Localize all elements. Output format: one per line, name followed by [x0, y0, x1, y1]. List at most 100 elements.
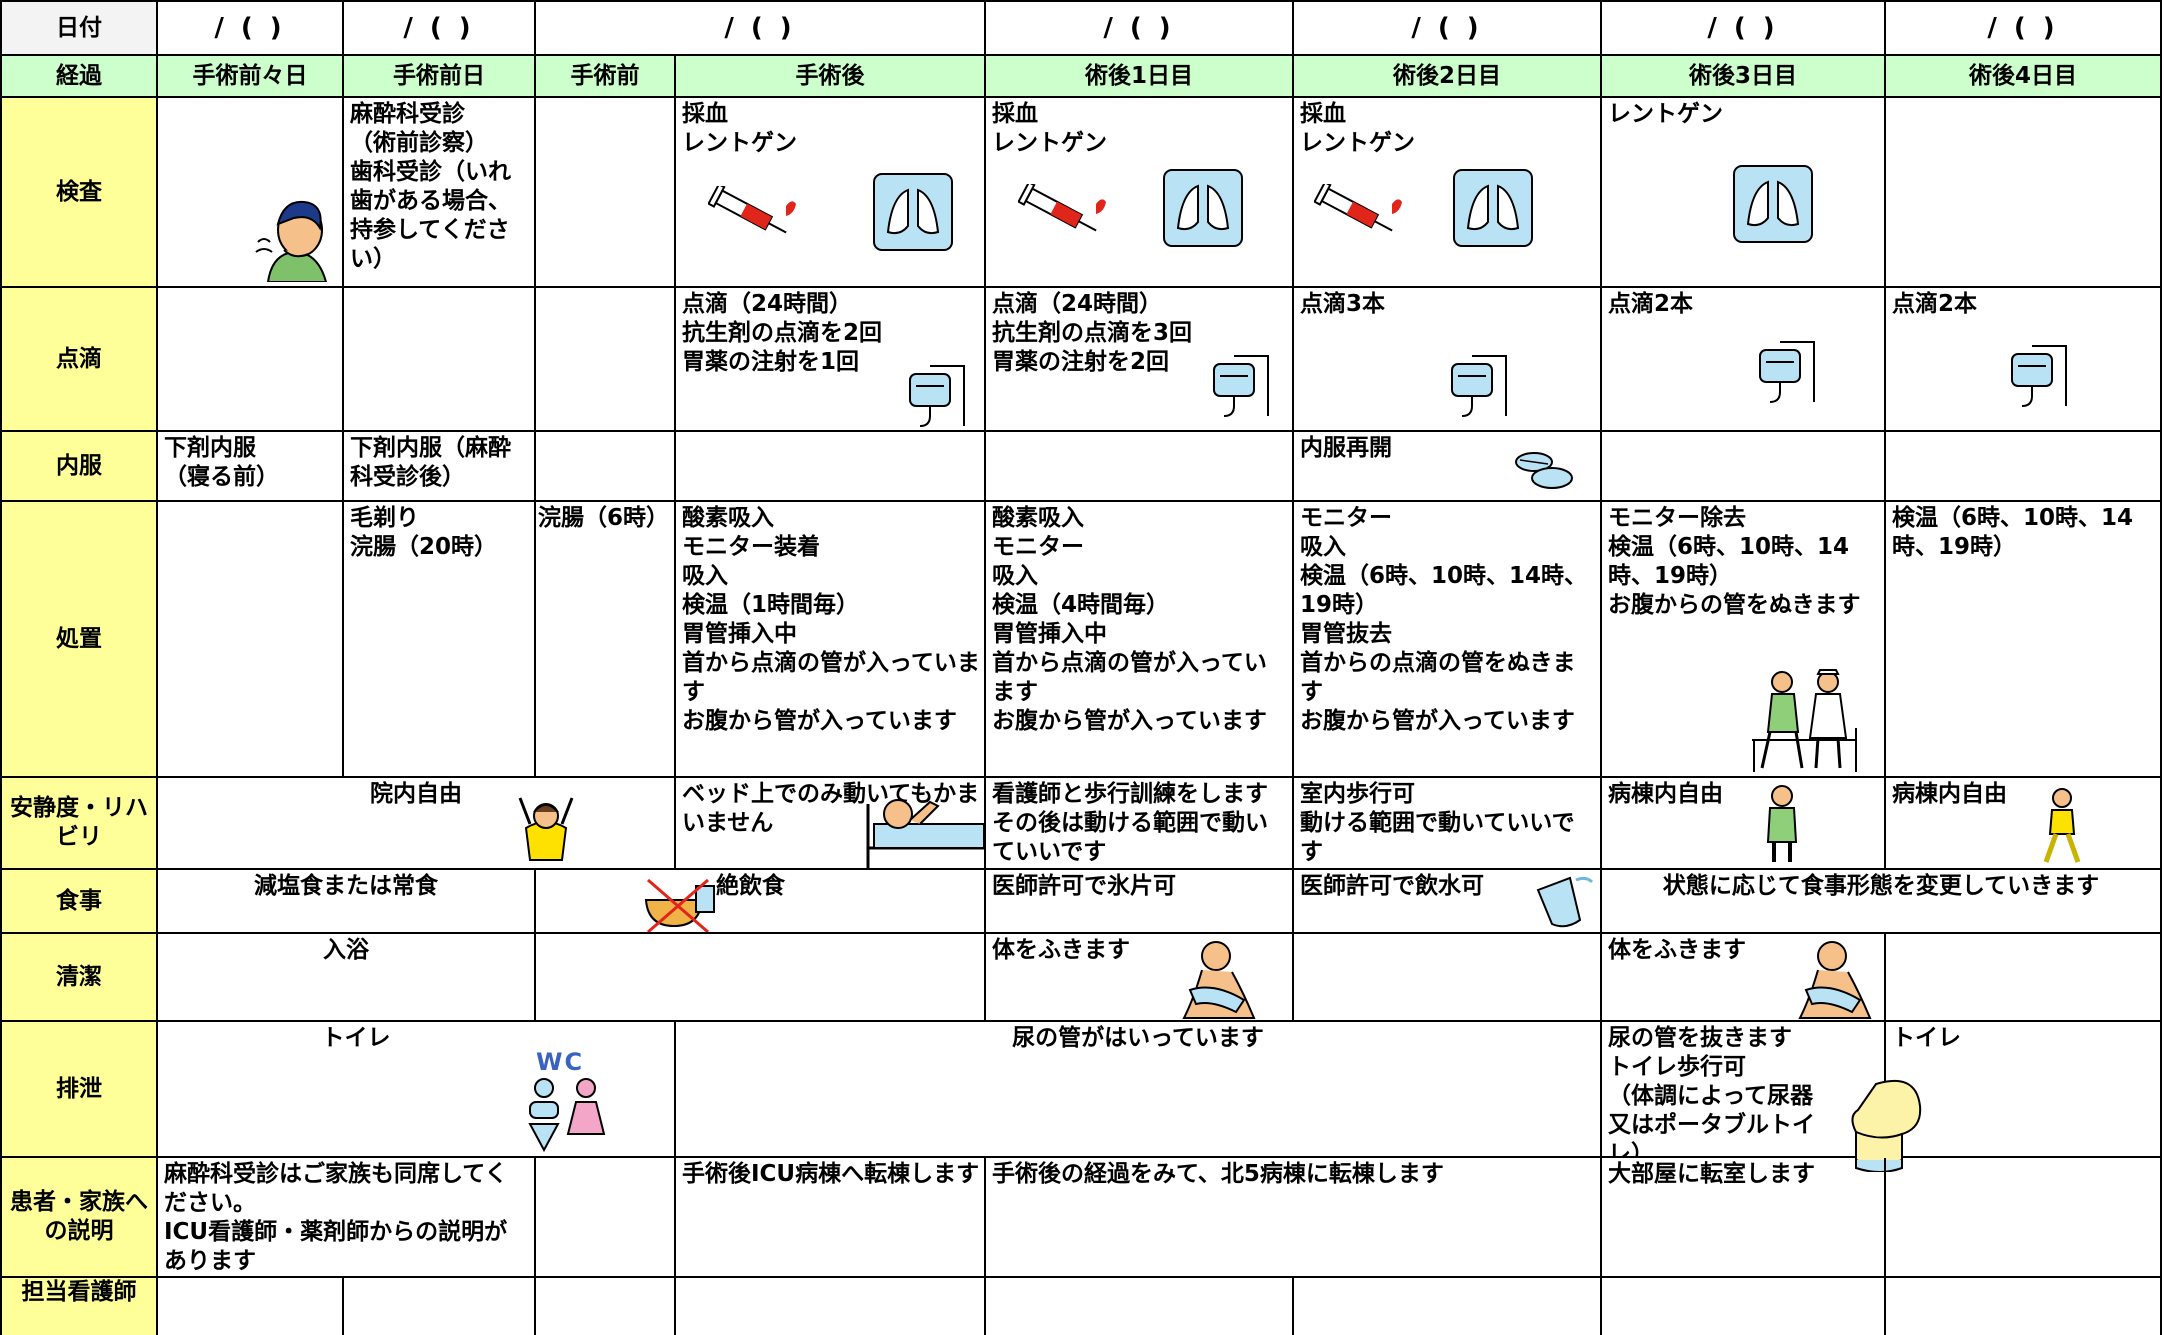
- wiping-body-icon: [1798, 941, 1872, 1019]
- xray-lungs-icon: [1163, 169, 1243, 247]
- anseido-d3: 病棟内自由: [1602, 778, 1886, 870]
- anseido-pre: 院内自由: [158, 778, 676, 870]
- setsumei-post: 手術後ICU病棟へ転棟します: [676, 1158, 986, 1278]
- tanto-d1[interactable]: [986, 1278, 1294, 1335]
- date-field-d2[interactable]: / ( ): [1294, 0, 1602, 56]
- standing-patient-icon: [1766, 785, 1798, 862]
- row-label-haisetsu: 排泄: [0, 1022, 158, 1158]
- row-label-naifuku: 内服: [0, 432, 158, 502]
- shokuji-d2: 医師許可で飲水可: [1294, 870, 1602, 934]
- kensa-post: 採血 レントゲン: [676, 98, 986, 288]
- date-field-post[interactable]: / ( ): [536, 0, 986, 56]
- phase-pre1: 手術前日: [344, 56, 536, 98]
- stretching-person-icon: [518, 797, 574, 861]
- haisetsu-d4: トイレ: [1886, 1022, 2162, 1158]
- naifuku-d2: 内服再開: [1294, 432, 1602, 502]
- tenteki-d2: 点滴3本: [1294, 288, 1602, 432]
- shochi-d2: モニター 吸入 検温（6時、10時、14時、19時） 胃管抜去 首からの点滴の管…: [1294, 502, 1602, 778]
- shochi-d1: 酸素吸入 モニター 吸入 検温（4時間毎） 胃管挿入中 首から点滴の管が入ってい…: [986, 502, 1294, 778]
- tanto-pre0[interactable]: [536, 1278, 676, 1335]
- tenteki-d4: 点滴2本: [1886, 288, 2162, 432]
- kensa-pre0: [536, 98, 676, 288]
- row-label-tenteki: 点滴: [0, 288, 158, 432]
- naifuku-d3: [1602, 432, 1886, 502]
- anseido-post: ベッド上でのみ動いてもかまいません: [676, 778, 986, 870]
- kensa-pre2: [158, 98, 344, 288]
- shochi-pre0: 浣腸（6時）: [536, 502, 676, 778]
- shokuji-d3: 状態に応じて食事形態を変更していきます: [1602, 870, 2162, 934]
- shochi-d3: モニター除去 検温（6時、10時、14時、19時） お腹からの管をぬきます: [1602, 502, 1886, 778]
- haisetsu-post: 尿の管がはいっています: [676, 1022, 1602, 1158]
- wiping-body-icon: [1182, 941, 1256, 1019]
- haisetsu-d3: 尿の管を抜きます トイレ歩行可 （体調によって尿器又はポータブルトイレ）: [1602, 1022, 1886, 1158]
- restroom-icon: [528, 1078, 606, 1153]
- setsumei-pre2: 麻酔科受診はご家族も同席してください。 ICU看護師・薬剤師からの説明があります: [158, 1158, 536, 1278]
- tanto-pre1[interactable]: [344, 1278, 536, 1335]
- tanto-post[interactable]: [676, 1278, 986, 1335]
- kensa-d2: 採血 レントゲン: [1294, 98, 1602, 288]
- naifuku-d1: [986, 432, 1294, 502]
- tanto-d2[interactable]: [1294, 1278, 1602, 1335]
- seiketsu-post: [536, 934, 986, 1022]
- no-food-icon: [644, 878, 715, 932]
- row-label-shochi: 処置: [0, 502, 158, 778]
- tenteki-pre2: [158, 288, 344, 432]
- naifuku-pre0: [536, 432, 676, 502]
- row-label-shokuji: 食事: [0, 870, 158, 934]
- tenteki-d3: 点滴2本: [1602, 288, 1886, 432]
- tanto-pre2[interactable]: [158, 1278, 344, 1335]
- setsumei-d3: 大部屋に転室します: [1602, 1158, 1886, 1278]
- date-field-pre1[interactable]: / ( ): [344, 0, 536, 56]
- date-field-d3[interactable]: / ( ): [1602, 0, 1886, 56]
- portable-toilet-icon: [1851, 1079, 1922, 1172]
- row-label-seiketsu: 清潔: [0, 934, 158, 1022]
- shochi-pre2: [158, 502, 344, 778]
- phase-pre2: 手術前々日: [158, 56, 344, 98]
- date-field-d1[interactable]: / ( ): [986, 0, 1294, 56]
- phase-pre0: 手術前: [536, 56, 676, 98]
- nurse-and-patient-icon: [1752, 669, 1857, 772]
- shochi-d4: 検温（6時、10時、14時、19時）: [1886, 502, 2162, 778]
- shochi-post: 酸素吸入 モニター装着 吸入 検温（1時間毎） 胃管挿入中 首から点滴の管が入っ…: [676, 502, 986, 778]
- iv-drip-icon: [909, 365, 965, 427]
- kensa-d4: [1886, 98, 2162, 288]
- xray-lungs-icon: [1733, 165, 1813, 243]
- naifuku-d4: [1886, 432, 2162, 502]
- seiketsu-pre: 入浴: [158, 934, 536, 1022]
- shokuji-pre: 減塩食または常食: [158, 870, 536, 934]
- row-label-tanto: 担当看護師: [0, 1278, 158, 1335]
- xray-lungs-icon: [1453, 169, 1533, 247]
- row-label-setsumei: 患者・家族への説明: [0, 1158, 158, 1278]
- patient-in-bed-icon: [866, 799, 984, 868]
- tenteki-pre1: [344, 288, 536, 432]
- pills-icon: [1515, 452, 1573, 489]
- shokuji-post: 絶飲食: [536, 870, 986, 934]
- phase-d3: 術後3日目: [1602, 56, 1886, 98]
- setsumei-pre0: [536, 1158, 676, 1278]
- date-field-d4[interactable]: / ( ): [1886, 0, 2162, 56]
- phase-post: 手術後: [676, 56, 986, 98]
- phase-d2: 術後2日目: [1294, 56, 1602, 98]
- anseido-d2: 室内歩行可 動ける範囲で動いていいです: [1294, 778, 1602, 870]
- kensa-d1: 採血 レントゲン: [986, 98, 1294, 288]
- date-field-pre2[interactable]: / ( ): [158, 0, 344, 56]
- syringe-icon: [1314, 184, 1402, 232]
- seiketsu-d4: [1886, 934, 2162, 1022]
- xray-lungs-icon: [873, 173, 953, 251]
- haisetsu-pre: トイレ WC: [158, 1022, 676, 1158]
- shochi-pre1: 毛剃り 浣腸（20時）: [344, 502, 536, 778]
- iv-drip-icon: [1451, 355, 1507, 417]
- kensa-pre1: 麻酔科受診 （術前診察） 歯科受診（いれ歯がある場合、持参してください）: [344, 98, 536, 288]
- phase-d1: 術後1日目: [986, 56, 1294, 98]
- tanto-d3[interactable]: [1602, 1278, 1886, 1335]
- iv-drip-icon: [1759, 341, 1815, 403]
- course-label: 経過: [0, 56, 158, 98]
- row-label-kensa: 検査: [0, 98, 158, 288]
- wc-sign-text: WC: [536, 1048, 585, 1076]
- date-label: 日付: [0, 0, 158, 56]
- tanto-d4[interactable]: [1886, 1278, 2162, 1335]
- naifuku-post: [676, 432, 986, 502]
- naifuku-pre1: 下剤内服（麻酔科受診後）: [344, 432, 536, 502]
- kensa-d3: レントゲン: [1602, 98, 1886, 288]
